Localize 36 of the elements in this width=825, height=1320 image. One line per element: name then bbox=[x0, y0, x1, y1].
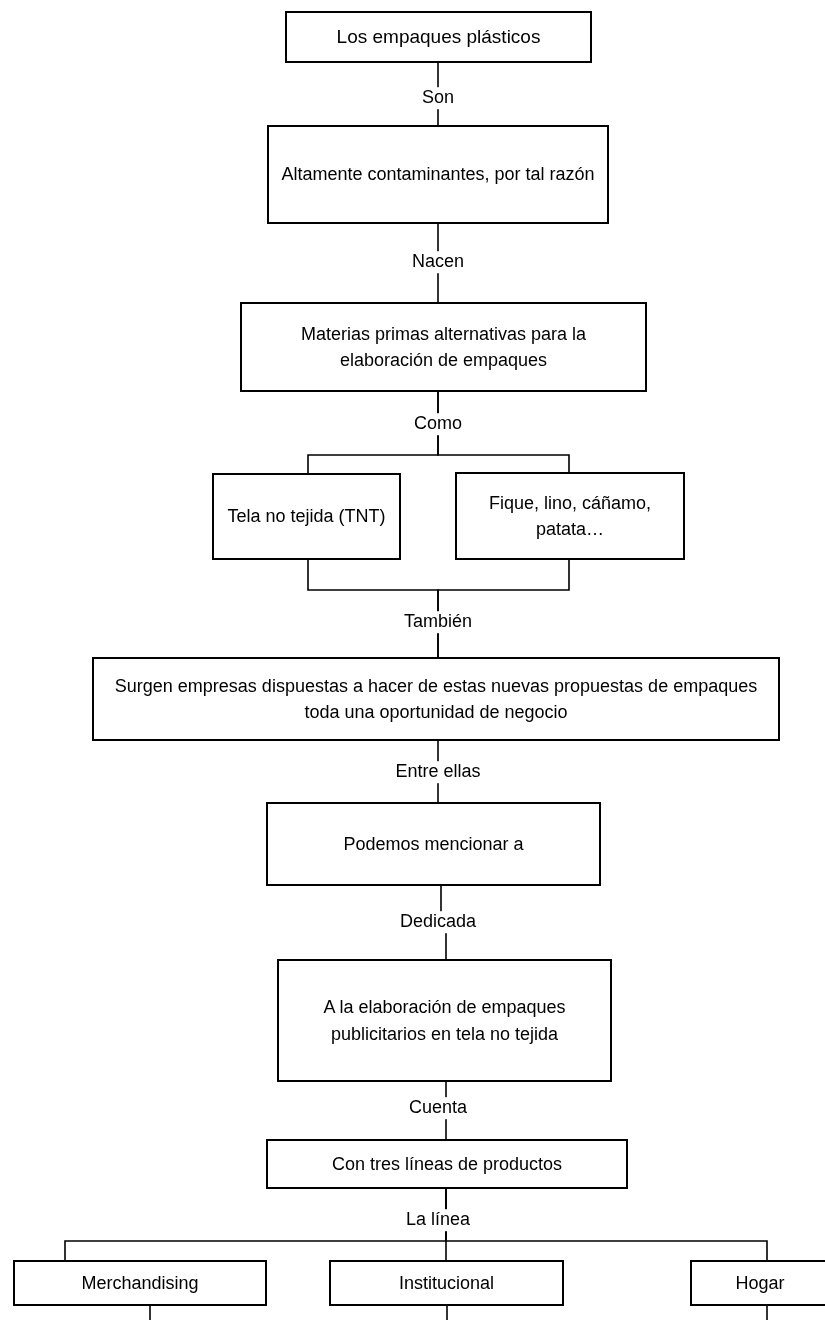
concept-box bbox=[266, 802, 601, 886]
connector-line bbox=[149, 1305, 151, 1320]
connector-line bbox=[445, 1188, 768, 1261]
box-text: Hogar bbox=[735, 1271, 785, 1295]
connector-line bbox=[766, 1305, 768, 1320]
box-text: Podemos mencionar a bbox=[343, 832, 524, 856]
edge-label: Como bbox=[412, 413, 464, 435]
connector-line bbox=[437, 559, 570, 658]
concept-box bbox=[329, 1260, 564, 1306]
concept-box bbox=[267, 125, 609, 224]
box-text: Tela no tejida (TNT) bbox=[227, 505, 386, 529]
concept-box bbox=[212, 473, 401, 560]
box-text: Con tres líneas de productos bbox=[331, 1152, 563, 1176]
concept-box bbox=[455, 472, 685, 560]
box-text: Los empaques plásticos bbox=[336, 25, 541, 50]
edge-label: Son bbox=[420, 87, 456, 109]
box-text: Altamente contaminantes, por tal razón bbox=[281, 163, 595, 187]
edge-label: Cuenta bbox=[407, 1097, 469, 1119]
concept-box bbox=[277, 959, 612, 1082]
connector-line bbox=[446, 1305, 448, 1320]
box-text: Materias primas alternativas para la elaboración de empaques bbox=[299, 322, 588, 372]
edge-label: Entre ellas bbox=[393, 761, 483, 783]
edge-label: Nacen bbox=[410, 251, 466, 273]
concept-box bbox=[285, 11, 592, 63]
concept-box bbox=[13, 1260, 267, 1306]
box-text: Surgen empresas dispuestas a hacer de estas nuevas propuestas de empaques toda una oportunidad de negocio bbox=[113, 674, 759, 724]
concept-box bbox=[92, 657, 780, 741]
connector-line bbox=[437, 391, 570, 473]
box-text: Institucional bbox=[398, 1271, 495, 1295]
box-text: Merchandising bbox=[81, 1271, 199, 1295]
edge-label: También bbox=[402, 611, 474, 633]
concept-box bbox=[690, 1260, 825, 1306]
box-text: Fique, lino, cáñamo, patata… bbox=[487, 491, 653, 541]
concept-box bbox=[266, 1139, 628, 1189]
box-text: A la elaboración de empaques publicitarios en tela no tejida bbox=[322, 996, 567, 1046]
concept-box bbox=[240, 302, 647, 392]
